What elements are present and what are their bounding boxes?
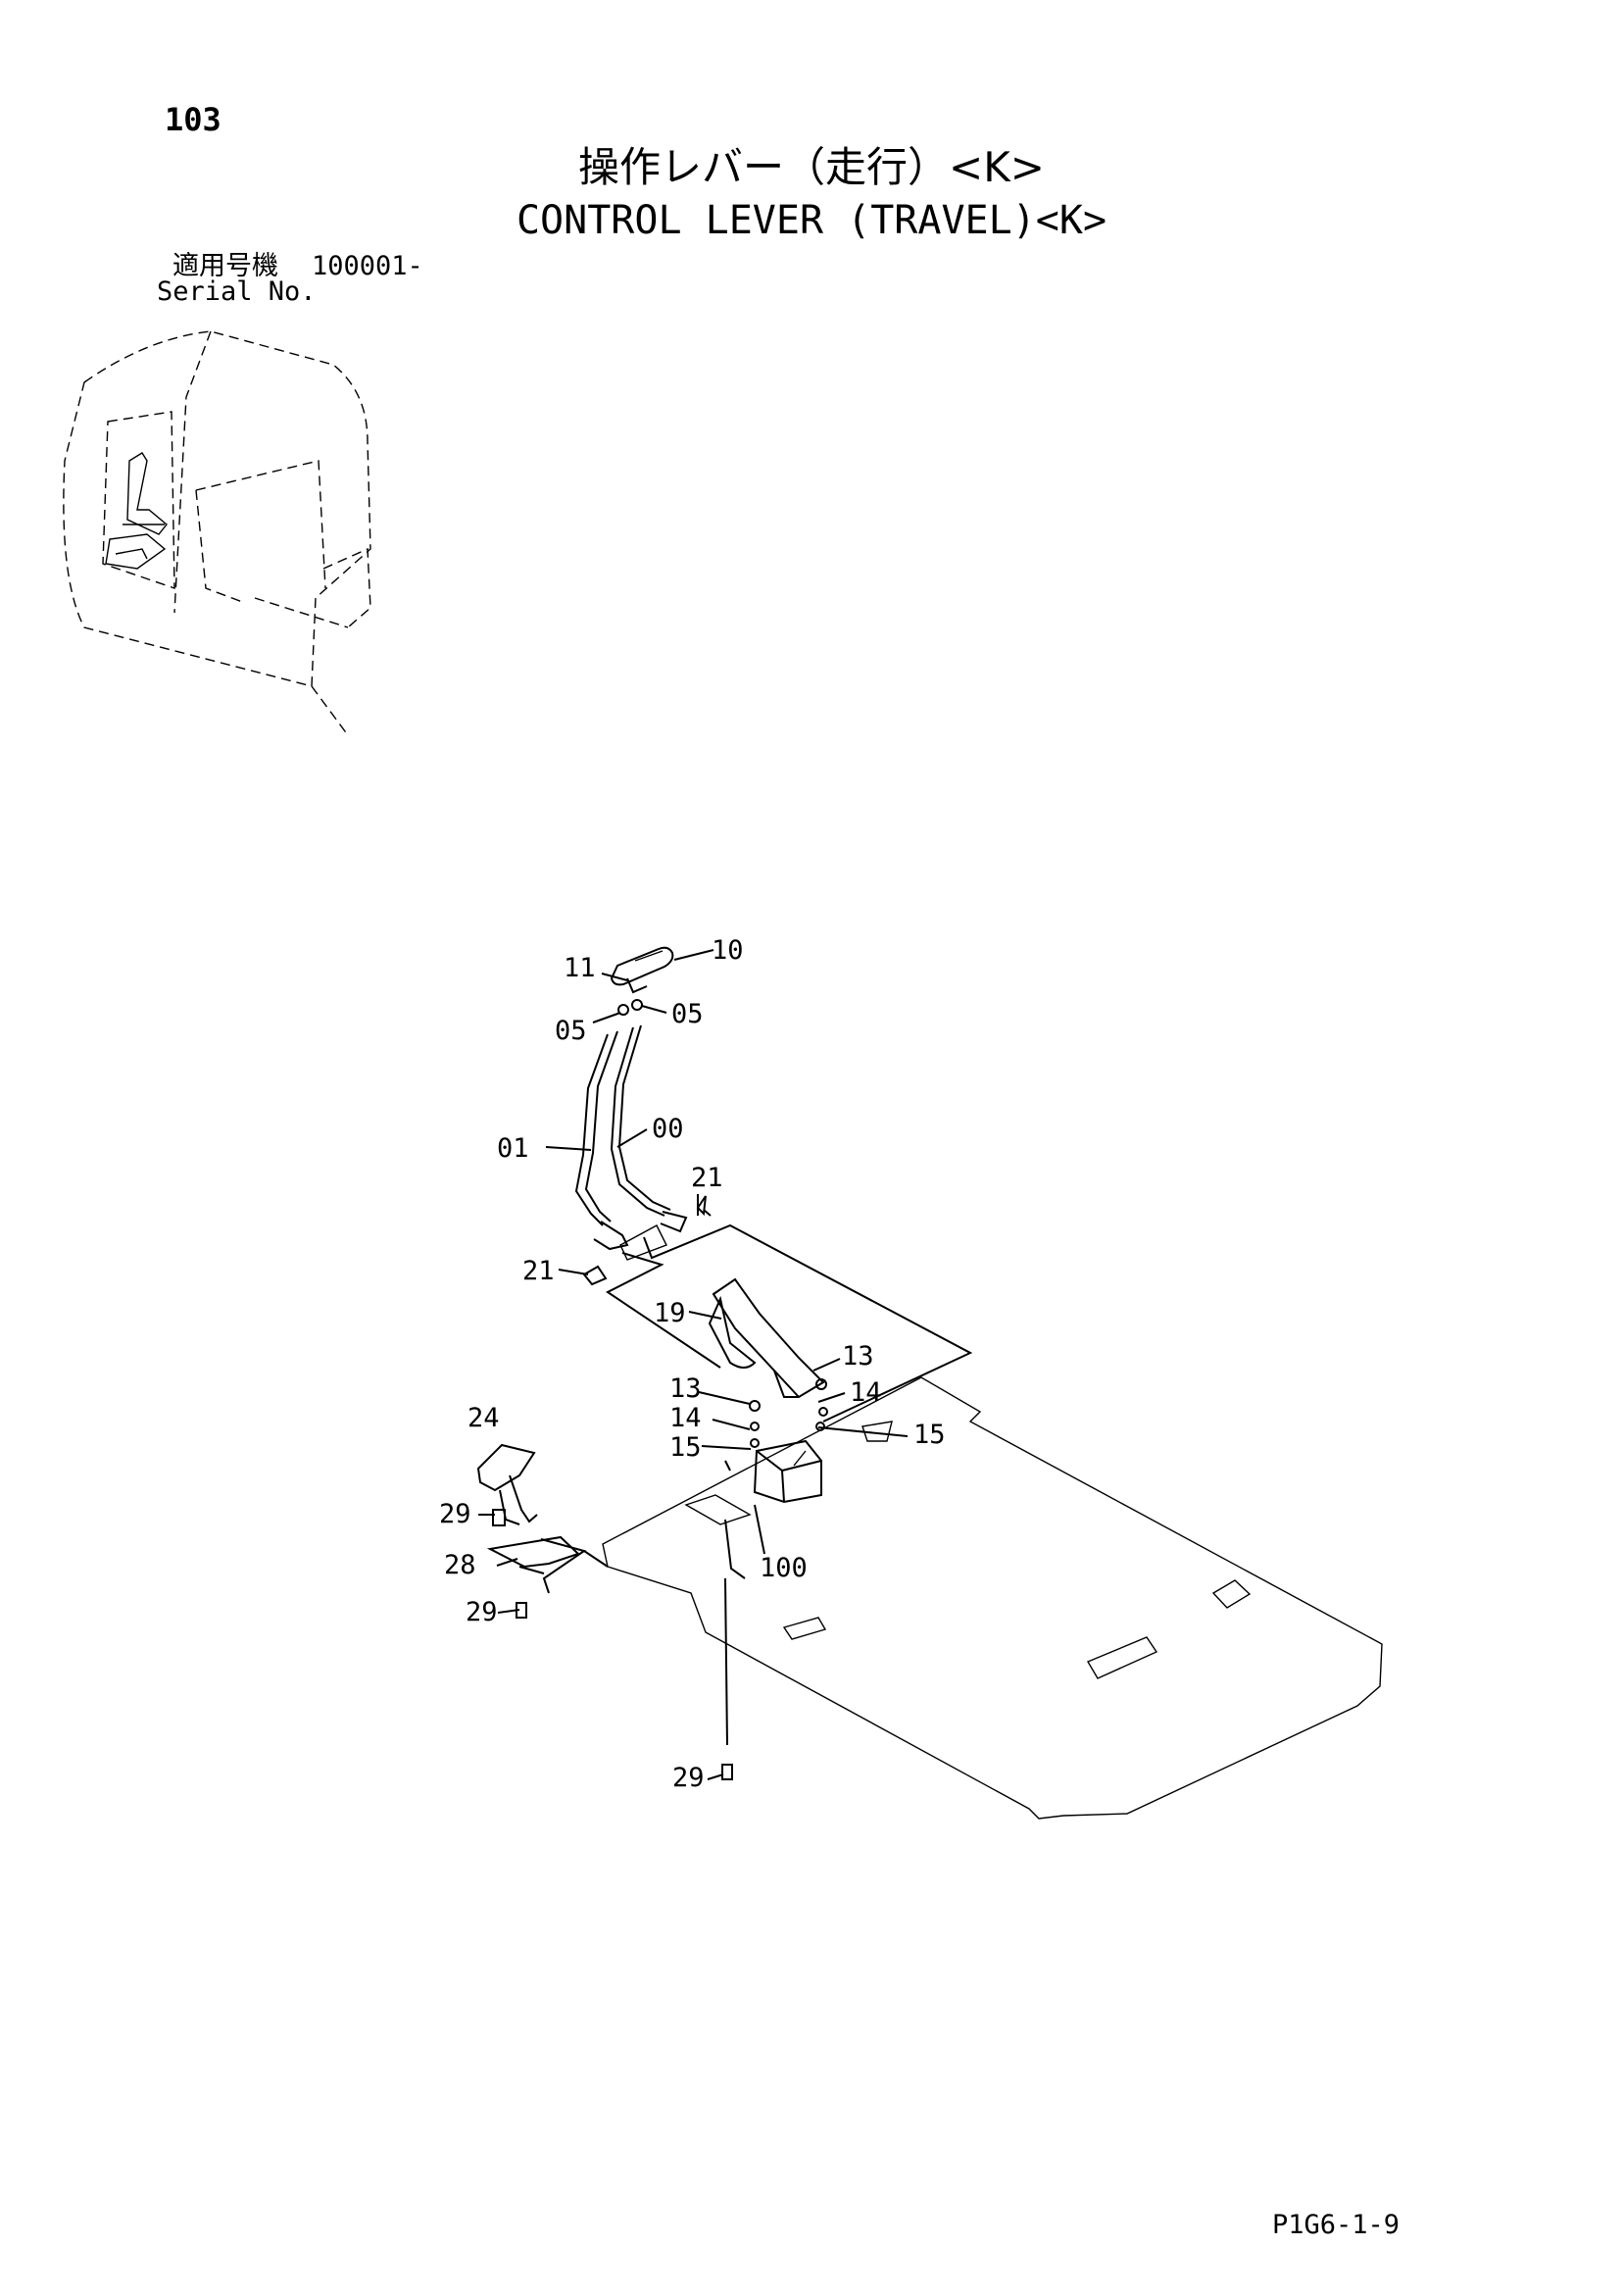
- callout-21-upper: 21: [691, 1163, 723, 1193]
- callout-05-right: 05: [671, 999, 704, 1029]
- fasteners: [492, 1195, 828, 1780]
- pilot-valve-100: [753, 1439, 822, 1504]
- page-title-japanese: 操作レバー（走行）<K>: [578, 143, 1045, 191]
- callout-28: 28: [444, 1550, 476, 1580]
- callout-01: 01: [497, 1133, 529, 1164]
- callout-10: 10: [712, 935, 744, 966]
- travel-lever-assembly: [574, 946, 688, 1251]
- callout-29-lower: 29: [672, 1763, 705, 1793]
- leader-lines: [478, 949, 973, 1780]
- callout-00: 00: [652, 1114, 684, 1144]
- callout-15-right: 15: [913, 1420, 946, 1450]
- cab-locator-thumbnail: [63, 330, 371, 736]
- callout-05-left: 05: [555, 1016, 587, 1046]
- callout-29-middle: 29: [466, 1597, 498, 1627]
- page-title-english: CONTROL LEVER (TRAVEL)<K>: [516, 198, 1107, 243]
- callout-14-left: 14: [669, 1403, 702, 1433]
- callout-13-right: 13: [842, 1341, 874, 1372]
- callout-labels: 11 10 05 05 01 00 21 21 19 13 13 14 14 1…: [439, 935, 946, 1793]
- callout-15-left: 15: [669, 1432, 702, 1463]
- callout-21-lower: 21: [522, 1256, 555, 1286]
- callout-11: 11: [564, 953, 596, 983]
- callout-19: 19: [654, 1298, 686, 1328]
- serial-number-value: 100001-: [312, 251, 423, 281]
- callout-13-left: 13: [669, 1373, 702, 1404]
- page-number: 103: [165, 101, 221, 138]
- floor-plate: [602, 1376, 1383, 1820]
- callout-14-right: 14: [850, 1377, 882, 1408]
- travel-pedal-19: [708, 1277, 825, 1399]
- serial-label-japanese: 適用号機: [172, 251, 278, 281]
- callout-100: 100: [760, 1553, 808, 1583]
- callout-24: 24: [467, 1403, 500, 1433]
- callout-29-upper: 29: [439, 1499, 471, 1529]
- serial-label-english: Serial No.: [157, 276, 317, 307]
- footer-code: P1G6-1-9: [1272, 2210, 1401, 2240]
